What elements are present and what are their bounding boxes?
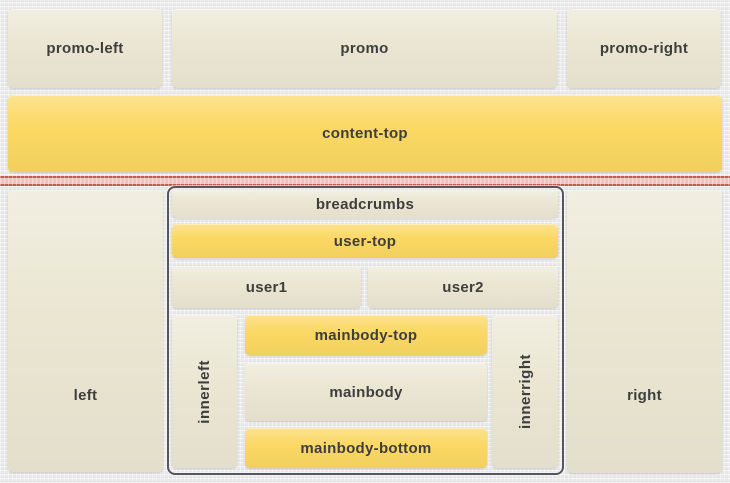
position-label: content-top [322, 125, 408, 142]
position-right-column: right [567, 190, 722, 473]
position-label: mainbody [329, 383, 403, 401]
position-label: mainbody-top [314, 326, 418, 344]
position-label: user-top [333, 232, 397, 250]
position-label: promo [340, 40, 389, 57]
position-label: promo-right [599, 40, 689, 57]
main-content-frame: breadcrumbs user-top user1 user2 innerle… [167, 186, 564, 475]
position-promo-left: promo-left [8, 9, 162, 88]
position-label: innerleft [196, 359, 213, 424]
position-label: breadcrumbs [315, 195, 415, 213]
position-promo: promo [172, 9, 557, 88]
position-user1: user1 [172, 266, 361, 308]
position-left-column: left [8, 190, 163, 472]
position-user2: user2 [368, 266, 558, 308]
position-innerleft: innerleft [172, 315, 237, 468]
position-label: innerright [516, 354, 534, 429]
position-mainbody-top: mainbody-top [245, 315, 487, 355]
position-label: user2 [442, 278, 484, 296]
position-mainbody-bottom: mainbody-bottom [245, 428, 487, 468]
red-divider-line [0, 176, 730, 186]
position-label: mainbody-bottom [300, 439, 432, 457]
position-label: user1 [245, 278, 288, 296]
position-user-top: user-top [172, 224, 558, 258]
position-promo-right: promo-right [567, 9, 721, 88]
position-label: right [627, 387, 662, 404]
position-mainbody: mainbody [245, 363, 487, 421]
position-label: promo-left [46, 40, 124, 57]
position-innerright: innerright [492, 315, 558, 468]
position-content-top: content-top [8, 95, 722, 172]
position-label: left [73, 387, 98, 404]
position-breadcrumbs: breadcrumbs [172, 190, 558, 218]
